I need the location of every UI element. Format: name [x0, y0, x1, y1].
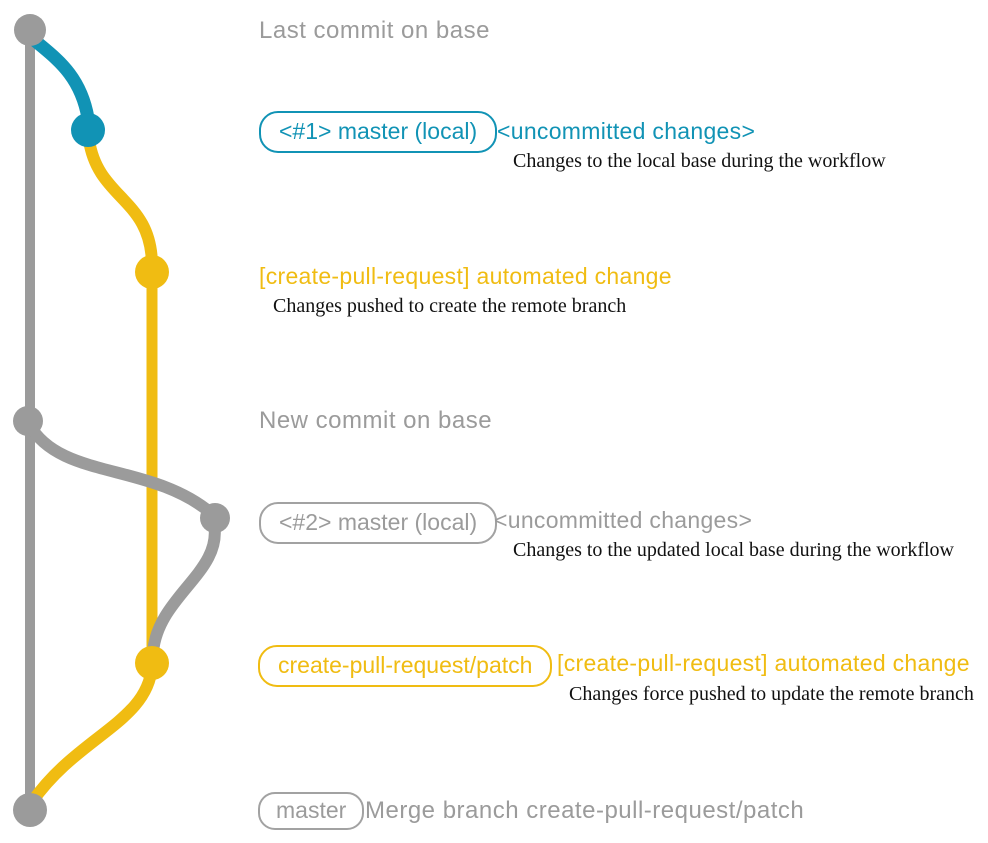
commit-title-automated-1: [create-pull-request] automated change	[259, 263, 672, 289]
commit-node-merge	[13, 793, 47, 827]
branch-badge-master: master	[258, 792, 365, 830]
commit-description-automated-1: Changes pushed to create the remote bran…	[273, 295, 627, 317]
commit-description-uncommitted-1: Changes to the local base during the wor…	[513, 150, 886, 172]
commit-title-uncommitted-1: <uncommitted changes>	[497, 118, 756, 144]
commit-title-uncommitted-2: <uncommitted changes>	[494, 507, 753, 533]
label-new-commit-on-base: New commit on base	[259, 407, 493, 434]
commit-description-uncommitted-2: Changes to the updated local base during…	[513, 539, 954, 561]
commit-node-automated-1	[135, 255, 169, 289]
commit-node-new-base	[13, 406, 43, 436]
branch-badge-create-pull-request-patch: create-pull-request/patch	[258, 645, 553, 687]
commit-title-automated-2: [create-pull-request] automated change	[557, 650, 970, 676]
branch-badge-master-local-2: <#2> master (local)	[259, 502, 498, 544]
commit-node-uncommitted-2	[200, 503, 230, 533]
label-last-commit-on-base: Last commit on base	[259, 17, 490, 44]
edge-uncommitted-1	[25, 31, 95, 125]
commit-node-last-base	[14, 14, 46, 46]
edge-merge	[26, 660, 158, 808]
branch-badge-master-local-1: <#1> master (local)	[259, 111, 498, 153]
commit-node-uncommitted-1	[71, 113, 105, 147]
edge-rebase-to-patch	[147, 518, 221, 658]
label-merge-branch: Merge branch create-pull-request/patch	[365, 797, 805, 824]
edge-automated-1	[83, 134, 158, 272]
edge-uncommitted-2	[23, 418, 217, 519]
commit-description-automated-2: Changes force pushed to update the remot…	[569, 683, 974, 705]
commit-node-automated-2	[135, 646, 169, 680]
